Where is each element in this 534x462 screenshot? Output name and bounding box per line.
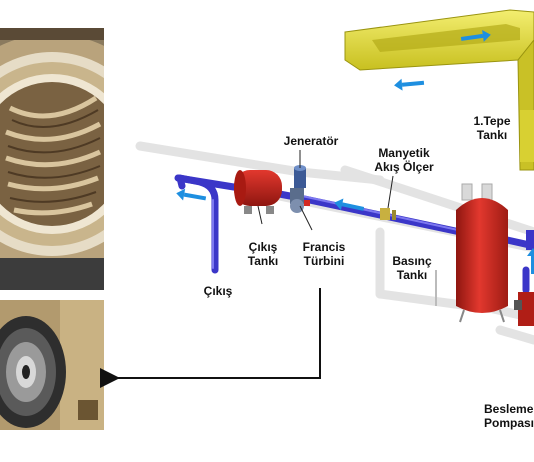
label-francis-turbini: Francis Türbini: [302, 240, 346, 268]
flow-arrow-icons: [176, 29, 534, 274]
flow-arrow-icon: [394, 78, 425, 91]
leader-lines: [257, 150, 394, 231]
flow-arrow-icon: [176, 188, 207, 201]
label-tepe-tanki: 1.Tepe Tankı: [473, 114, 511, 142]
flow-arrow-icon: [334, 198, 365, 211]
label-cikis: Çıkış: [203, 284, 233, 298]
label-cikis-tanki: Çıkış Tankı: [247, 240, 279, 268]
spiral-casing-photo: [0, 28, 104, 290]
flow-arrow-icon: [460, 29, 491, 42]
runner-photo: [0, 300, 104, 430]
francis-turbine: [290, 188, 310, 213]
magnetic-flow-meter: [380, 208, 396, 220]
flow-arrow-icon: [527, 248, 534, 274]
label-basinc-tanki: Basınç Tankı: [392, 254, 432, 282]
feed-pump: [514, 230, 534, 326]
photo-connector-arrow: [100, 288, 321, 388]
pressure-tank: [435, 183, 508, 323]
generator: [294, 165, 306, 188]
label-besleme-pompasi: Besleme Pompası: [484, 402, 534, 430]
exit-tank: [234, 170, 282, 214]
label-manyetik-akis-olcer: Manyetik Akış Ölçer: [374, 146, 434, 174]
label-jenerator: Jeneratör: [283, 134, 339, 148]
